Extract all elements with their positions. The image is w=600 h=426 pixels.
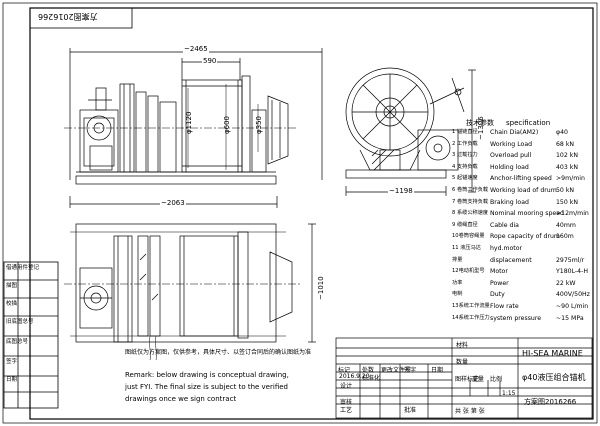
tb-std-note: 标准化 (362, 375, 381, 382)
spec-label-en: hyd.motor (490, 245, 523, 252)
tb-quantity: 数量 (456, 359, 469, 366)
tb-sheet: 共 张 第 张 (455, 408, 485, 415)
tb-date: 2016.9.20 (339, 373, 370, 380)
spec-label-cn: 电制 (452, 291, 463, 298)
spec-label-en: Chain Dia(AM2) (490, 129, 539, 136)
spec-value: 22 kW (556, 279, 576, 287)
spec-label-en: Duty (490, 291, 505, 299)
spec-value: 2975ml/r (556, 256, 585, 264)
revision-strip-label: 签字 (6, 359, 18, 365)
dim-plan-width: ~1010 (317, 276, 325, 300)
tb-count: 处数 (362, 367, 375, 374)
tb-stage-label: 图样标记 (455, 376, 480, 383)
spec-label-en: Power (490, 279, 509, 287)
spec-label-en: system pressure (490, 314, 542, 322)
spec-label-en: Flow rate (490, 303, 519, 310)
spec-label-cn: 5 起锚速度 (452, 175, 478, 182)
revision-strip-label: 日期 (6, 377, 18, 383)
spec-label-en: Motor (490, 268, 508, 276)
spec-label-en: Braking load (490, 198, 529, 206)
spec-label-cn: 13系统工作流量 (452, 303, 490, 309)
spec-value: 40mm (556, 221, 576, 229)
spec-header-en: specification (506, 119, 551, 127)
spec-label-cn: 排量 (452, 256, 463, 263)
spec-value: 160m (556, 233, 574, 241)
spec-value: φ40 (556, 129, 568, 136)
spec-label-en: Working Load (490, 140, 533, 148)
dim-end-width: ~1198 (388, 187, 414, 195)
spec-value: 50 kN (556, 187, 575, 194)
spec-label-cn: 1 锚链直径 (452, 129, 478, 135)
tb-material: 材料 (456, 342, 469, 349)
dim-chain-sheave-dia: φ1120 (185, 111, 193, 134)
spec-label-cn: 8 系缆公称速度 (452, 210, 489, 217)
spec-value: 403 kN (556, 163, 578, 171)
revision-strip-label: 旧底图总号 (6, 319, 34, 325)
remark-en-line-3: drawings once we sign contract (125, 395, 237, 403)
tb-weight-label: 重量 (472, 376, 485, 383)
tb-company: HI-SEA MARINE (522, 349, 583, 358)
spec-label-en: Rope capacity of drum (490, 233, 560, 241)
dim-warping-head-dia: φ350 (255, 116, 263, 134)
spec-label-cn: 10卷筒容绳量 (452, 233, 485, 240)
spec-value: >12m/min (556, 210, 589, 218)
spec-label-cn: 功率 (452, 279, 463, 286)
revision-strip-label: 底图总号 (6, 339, 29, 345)
spec-value: ~15 MPa (556, 314, 584, 322)
tb-drawing-no: 方案图2016266 (524, 398, 577, 406)
tb-design: 设计 (340, 383, 353, 390)
tb-change-no: 更改文件号 (381, 367, 412, 374)
tb-approve: 批准 (404, 407, 417, 414)
remark-en-line-2: just FYI. The final size is subject to t… (125, 383, 288, 391)
dim-drum-width: 590 (202, 57, 218, 65)
spec-label-cn: 2 工作负载 (452, 140, 478, 147)
spec-value: 102 kN (556, 152, 578, 160)
spec-label-en: Nominal mooring speed (490, 210, 564, 218)
spec-label-cn: 7 卷筒支持负载 (452, 198, 489, 205)
spec-label-cn: 9 缆绳直径 (452, 221, 478, 228)
tb-mark: 标记 (338, 367, 351, 374)
tb-sign: 签字 (404, 367, 417, 374)
spec-value: ~90 L/min (556, 303, 589, 310)
tb-process: 工艺 (340, 407, 353, 414)
spec-label-cn: 14系统工作压力 (452, 314, 490, 321)
tb-scale-label: 比例 (490, 376, 503, 383)
spec-value: 150 kN (556, 198, 578, 206)
spec-label-en: displacement (490, 256, 532, 264)
dim-drum-dia: φ600 (223, 116, 231, 134)
remark-en-line-1: Remark: below drawing is conceptual draw… (125, 371, 289, 379)
dim-total-length: ~2465 (183, 45, 209, 53)
spec-value: >9m/min (556, 175, 585, 183)
top-drawing-number: 方案图2016266 (38, 12, 98, 21)
spec-label-en: Working load of drum (490, 187, 557, 194)
revision-strip-label: 校描 (6, 301, 18, 307)
spec-label-en: Cable dia (490, 221, 519, 229)
spec-label-cn: 3 过载拉力 (452, 152, 478, 159)
spec-header-cn: 技术参数 (466, 119, 494, 127)
spec-label-cn: 12电动机型号 (452, 268, 485, 275)
tb-drawing-title: φ40液压组合锚机 (522, 373, 586, 382)
spec-value: 68 kN (556, 140, 575, 148)
spec-label-en: Anchor-lifting speed (490, 175, 552, 183)
spec-label-en: Overload pull (490, 152, 532, 160)
revision-strip-label: 描图 (6, 283, 18, 289)
spec-value: Y180L-4-H (556, 268, 588, 276)
spec-value: 400V/50Hz (556, 291, 590, 299)
remark-cn: 图纸仅为方案图，仅供参考，具体尺寸、以签订合同后的确认图纸为准 (125, 349, 312, 356)
spec-label-cn: 11 液压马达 (452, 245, 481, 251)
spec-label-en: Holding load (490, 163, 529, 171)
dim-overall-length: ~2063 (160, 199, 186, 207)
spec-label-cn: 6 卷筒工作负载 (452, 187, 489, 193)
tb-date-label: 日期 (431, 367, 444, 374)
tb-check: 审核 (340, 399, 353, 406)
spec-label-cn: 4 支持负载 (452, 163, 478, 170)
revision-strip-label: 借通用件登记 (6, 265, 40, 271)
tb-scale: 1:15 (502, 390, 516, 397)
